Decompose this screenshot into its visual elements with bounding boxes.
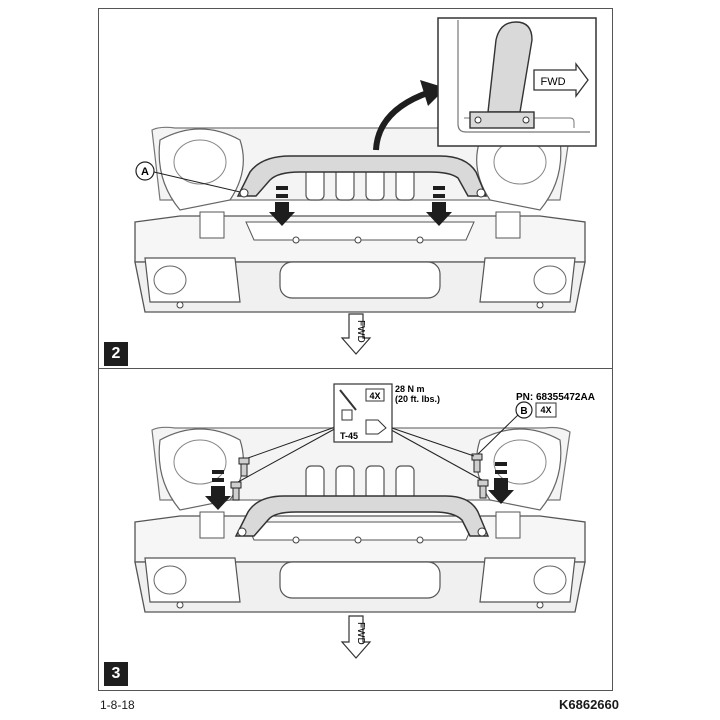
- panel-3-vehicle: [134, 426, 586, 613]
- svg-text:FWD: FWD: [355, 622, 366, 645]
- panel-divider: [98, 368, 613, 369]
- bolts: [230, 453, 489, 501]
- torque-value-imperial: (20 ft. lbs.): [395, 394, 440, 404]
- fwd-arrow-2: FWD: [340, 313, 372, 355]
- callout-a-circle: [135, 161, 155, 181]
- install-arrows: [269, 186, 452, 226]
- part-number: PN: 68355472AA: [516, 392, 595, 403]
- bolt-arrows: [205, 462, 514, 510]
- bar-a: [236, 155, 488, 197]
- callout-b-qty: 4X: [540, 405, 551, 415]
- fwd-arrow-3: FWD: [340, 615, 372, 659]
- callout-b: B: [520, 406, 527, 417]
- callout-b-circle: [515, 401, 533, 419]
- bar-b: [234, 495, 490, 537]
- torque-tool: T-45: [340, 431, 358, 441]
- torque-callout: 4X T-45: [237, 383, 483, 483]
- torque-qty: 4X: [369, 391, 380, 401]
- inset-fwd-label: FWD: [540, 76, 565, 88]
- panel-2-vehicle: [134, 126, 586, 313]
- callout-a: A: [141, 166, 149, 178]
- step-number-2: 2: [104, 342, 128, 366]
- svg-text:FWD: FWD: [355, 320, 366, 343]
- step-number-3: 3: [104, 662, 128, 686]
- footer-doc-id: K6862660: [559, 697, 619, 712]
- document-frame: [98, 8, 613, 691]
- footer-date: 1-8-18: [100, 698, 135, 712]
- detail-arrow: [373, 89, 431, 151]
- torque-value: 28 N m: [395, 384, 425, 394]
- inset-detail: FWD: [437, 17, 597, 147]
